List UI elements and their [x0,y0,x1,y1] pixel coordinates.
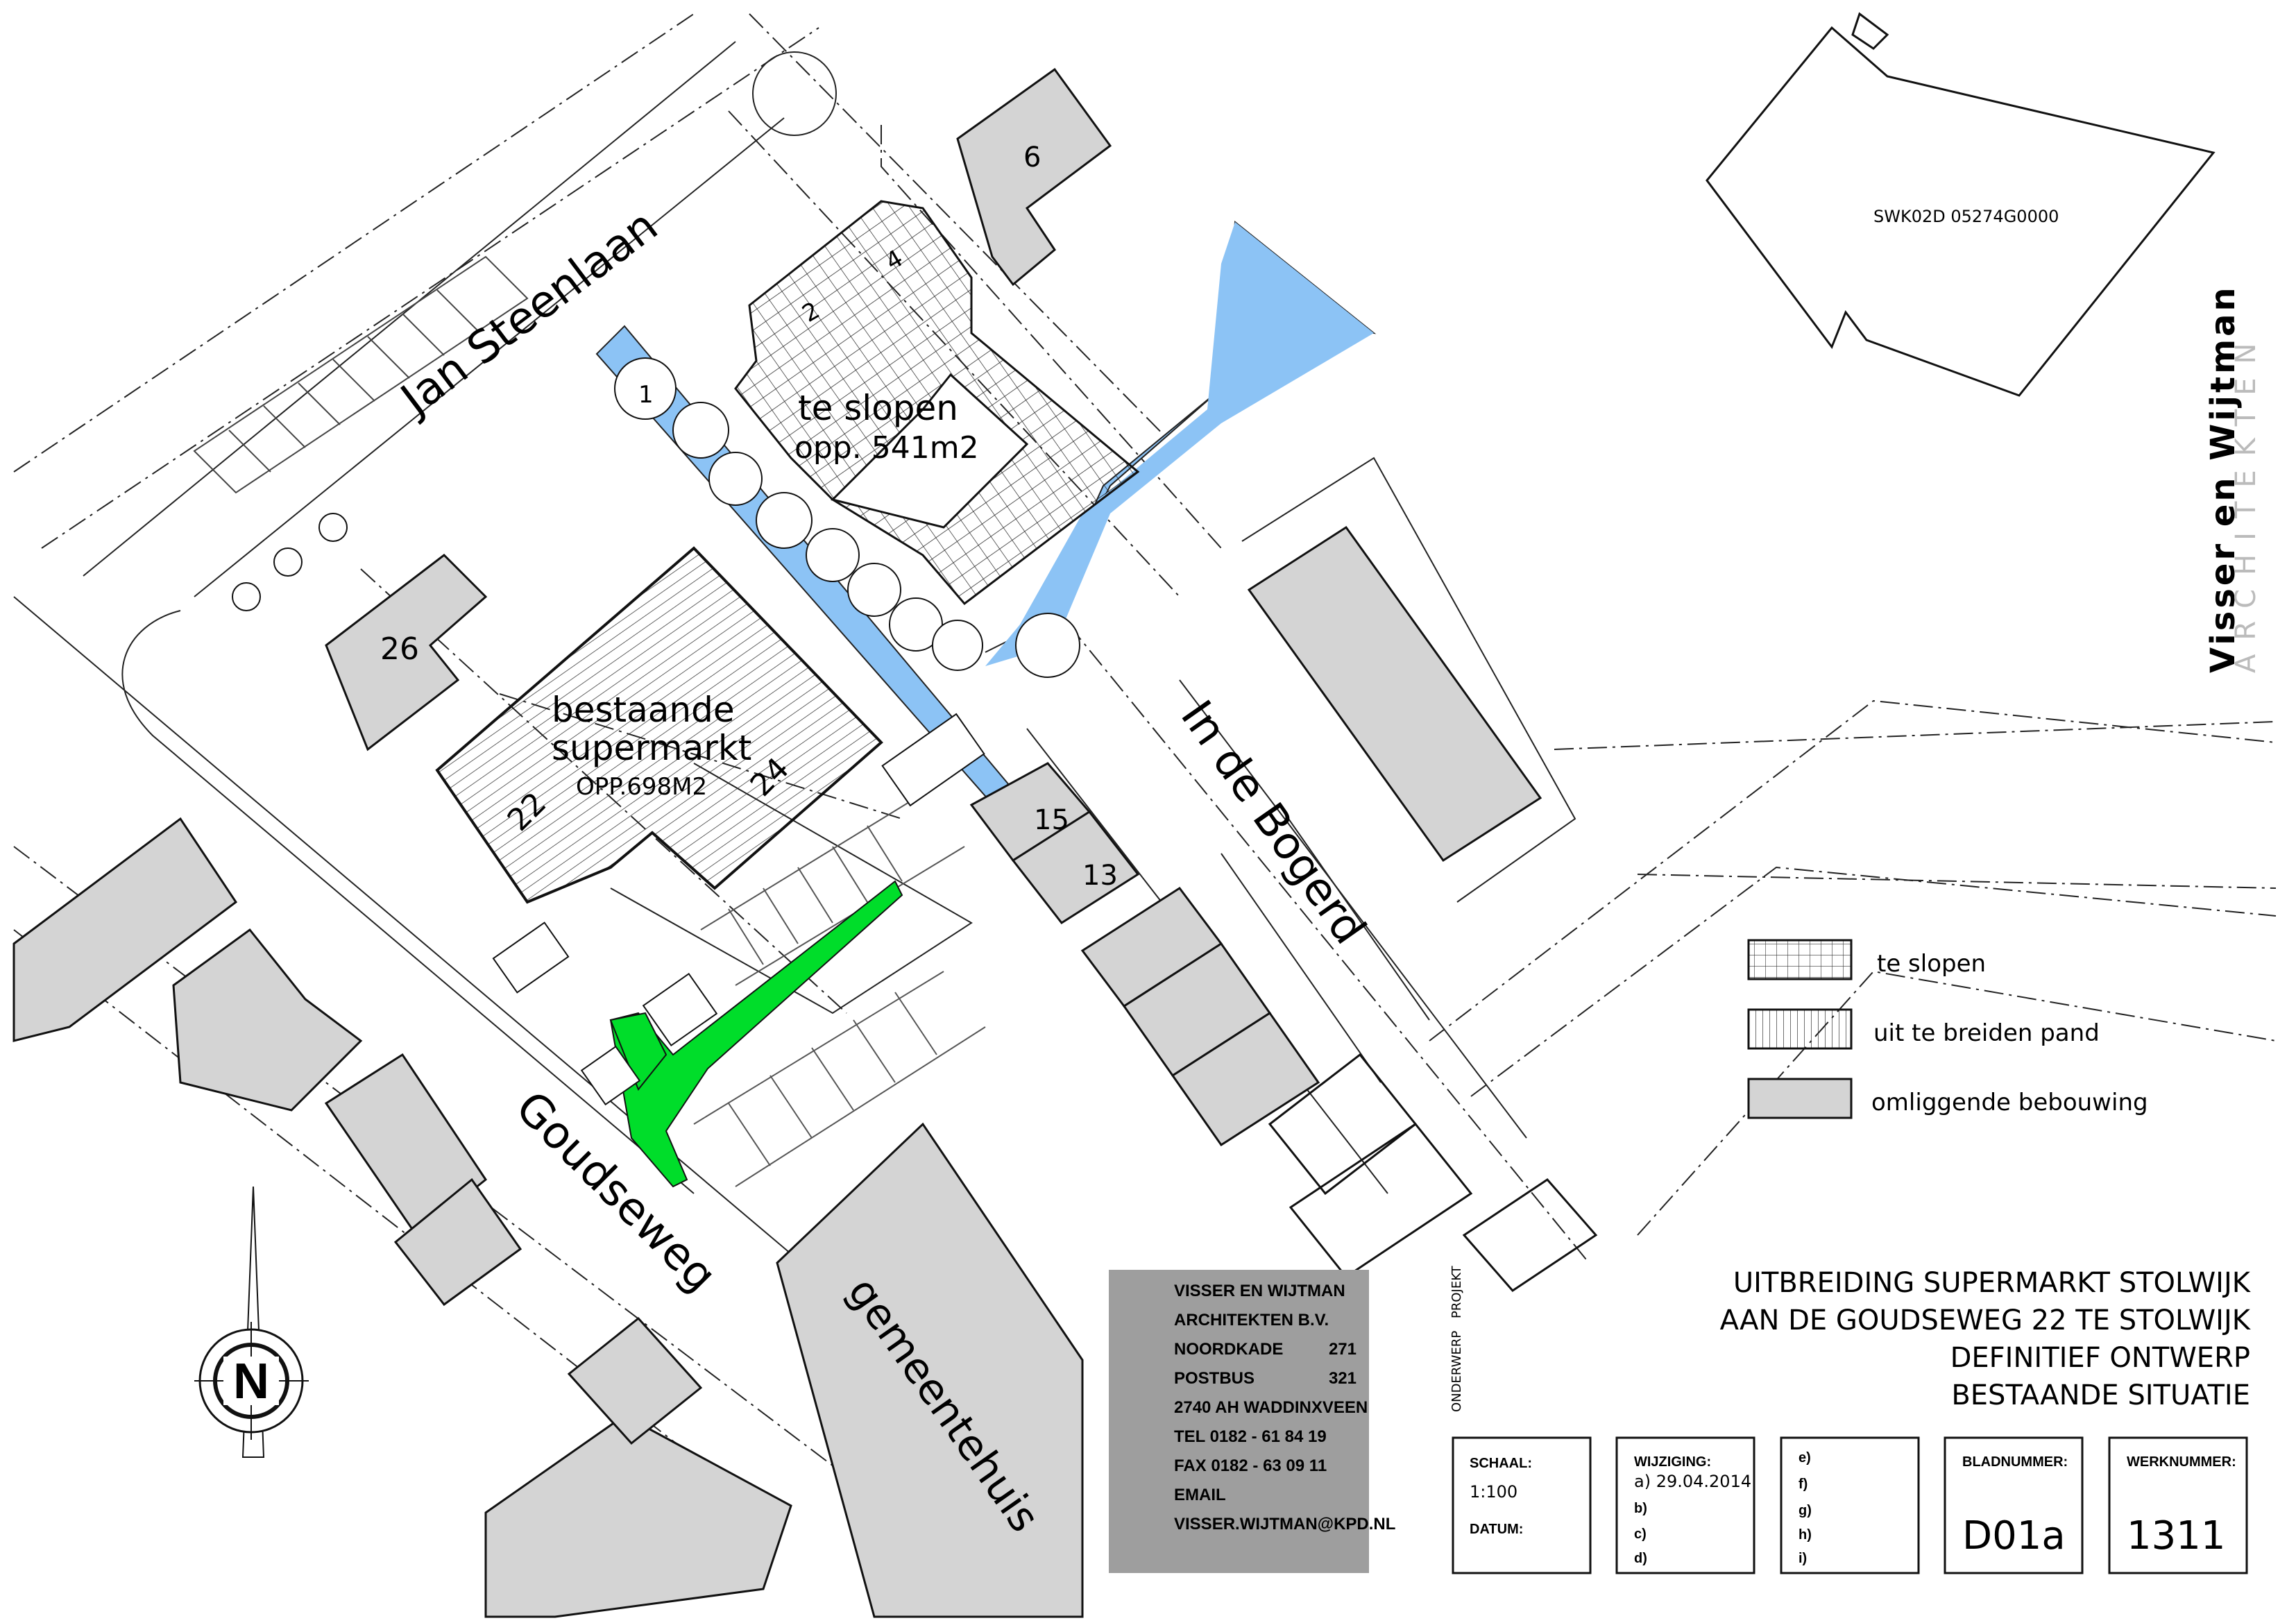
parking-bays-south [693,797,986,1187]
project-title-block: ONDERWERP PROJEKT UITBREIDING SUPERMARKT… [1449,1265,2252,1412]
parcel-outline [1706,26,2216,397]
project-title-3: DEFINITIEF ONTWERP [1950,1342,2250,1374]
schaal-head: SCHAAL: [1470,1456,1532,1471]
existing-supermarket [435,546,883,904]
office-street: NOORDKADE [1174,1340,1283,1359]
box-wijziging [1615,1436,1755,1574]
office-city: 2740 AH WADDINXVEEN [1174,1398,1368,1417]
wijziging-e: e) [1798,1450,1811,1465]
wijziging-g: g) [1798,1503,1812,1518]
office-pobox-number: 321 [1329,1369,1357,1388]
wijziging-head: WIJZIGING: [1634,1454,1711,1470]
office-email-label: EMAIL [1174,1486,1226,1504]
legend-label-uit-te-breiden: uit te breiden pand [1873,1019,2100,1047]
office-name-1: VISSER EN WIJTMAN [1174,1282,1345,1300]
supermarket-area: OPP.698M2 [576,773,707,801]
demolish-label: te slopen [798,388,958,428]
legend-swatch-vertical [1747,1008,1853,1050]
wijziging-f: f) [1798,1477,1808,1492]
legend-label-omliggende: omliggende bebouwing [1871,1089,2148,1116]
project-title-1: UITBREIDING SUPERMARKT STOLWIJK [1733,1267,2252,1299]
green-area [609,880,903,1188]
office-fax: FAX 0182 - 63 09 11 [1174,1456,1327,1475]
project-title-2: AAN DE GOUDSEWEG 22 TE STOLWIJK [1720,1305,2252,1336]
house-number-13: 13 [1082,860,1118,892]
parking-bays-north [193,255,529,494]
roundabout [752,51,837,136]
wijziging-c: c) [1634,1527,1647,1542]
office-name-2: ARCHITEKTEN B.V. [1174,1311,1329,1329]
project-side-label-1: ONDERWERP [1449,1331,1464,1412]
legend-swatch-grid [1747,939,1853,980]
building-to-demolish [734,200,1140,606]
north-arrow: N [194,1186,309,1458]
office-street-number: 271 [1329,1340,1357,1359]
title-block-text: SCHAAL: 1:100 DATUM: WIJZIGING: a) 29.04… [1470,1450,2236,1566]
trees [232,357,1080,678]
schaal-value: 1:100 [1470,1482,1517,1502]
office-tel: TEL 0182 - 61 84 19 [1174,1427,1327,1446]
outline-buildings [1268,1053,1598,1292]
brand-subtitle-vertical: ARCHITEKTEN [2230,330,2262,673]
datum-head: DATUM: [1470,1522,1523,1537]
box-bladnummer [1944,1436,2084,1574]
house-number-1: 1 [638,381,654,409]
house-number-6: 6 [1023,142,1041,173]
architect-office-block: VISSER EN WIJTMAN ARCHITEKTEN B.V. NOORD… [1109,1270,1395,1573]
surrounding-buildings [12,67,1542,1618]
street-label-in-de-bogerd: In de Bogerd [1171,692,1375,953]
werknummer-head: WERKNUMMER: [2127,1454,2236,1470]
legend-swatch-grey [1747,1078,1853,1119]
wijziging-h: h) [1798,1527,1812,1543]
parcel-code: SWK02D 05274G0000 [1873,207,2059,226]
box-wijziging-2 [1780,1436,1920,1574]
legend-label-te-slopen: te slopen [1877,950,1986,978]
legend: te slopen uit te breiden pand omliggende… [1747,939,2148,1119]
house-number-15: 15 [1034,804,1069,836]
title-block-boxes [1452,1436,2248,1574]
bladnummer-head: BLADNUMMER: [1962,1454,2068,1470]
office-email: VISSER.WIJTMAN@KPD.NL [1174,1515,1395,1533]
supermarket-label-2: supermarkt [552,728,751,768]
demolish-area: opp. 541m2 [794,430,979,466]
supermarket-label-1: bestaande [552,690,735,730]
wijziging-i: i) [1798,1551,1807,1566]
werknummer-value: 1311 [2127,1513,2226,1558]
box-werknummer [2108,1436,2248,1574]
bladnummer-value: D01a [1962,1513,2066,1558]
office-pobox: POSTBUS [1174,1369,1255,1388]
north-label: N [233,1354,269,1409]
brand-name-vertical: Visser en Wijtman [2204,284,2243,673]
project-side-label-2: PROJEKT [1449,1265,1464,1318]
wijziging-d: d) [1634,1551,1647,1566]
project-title-4: BESTAANDE SITUATIE [1951,1379,2250,1411]
box-schaal [1452,1436,1592,1574]
house-number-26: 26 [380,631,419,667]
wijziging-a: a) 29.04.2014 [1634,1472,1751,1491]
wijziging-b: b) [1634,1501,1647,1516]
